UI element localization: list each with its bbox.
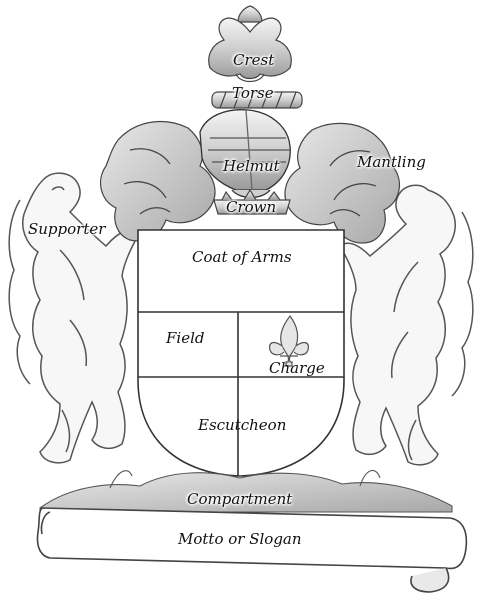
torse-label: Torse [232, 84, 274, 102]
motto-label: Motto or Slogan [178, 530, 302, 548]
charge-label: Charge [269, 359, 325, 377]
crown [213, 188, 291, 215]
compartment-label: Compartment [187, 490, 293, 508]
motto-scroll [36, 507, 468, 593]
coat-of-arms-label: Coat of Arms [192, 248, 292, 266]
left-supporter-lion [8, 172, 142, 464]
escutcheon-label: Escutcheon [198, 416, 287, 434]
crest-eagle [208, 5, 292, 83]
left-mantling [99, 120, 216, 242]
mantling-label: Mantling [357, 153, 426, 171]
field-label: Field [166, 329, 205, 347]
supporter-label: Supporter [28, 220, 106, 238]
torse-wreath [211, 91, 303, 109]
helmet [199, 109, 291, 199]
crown-label: Crown [226, 198, 277, 216]
right-supporter-lion [339, 184, 474, 466]
compartment [39, 469, 453, 513]
helmut-label: Helmut [223, 157, 280, 175]
shield [137, 229, 345, 477]
right-mantling [284, 122, 401, 244]
crest-label: Crest [233, 51, 275, 69]
fleur-de-lis-icon [269, 314, 309, 367]
